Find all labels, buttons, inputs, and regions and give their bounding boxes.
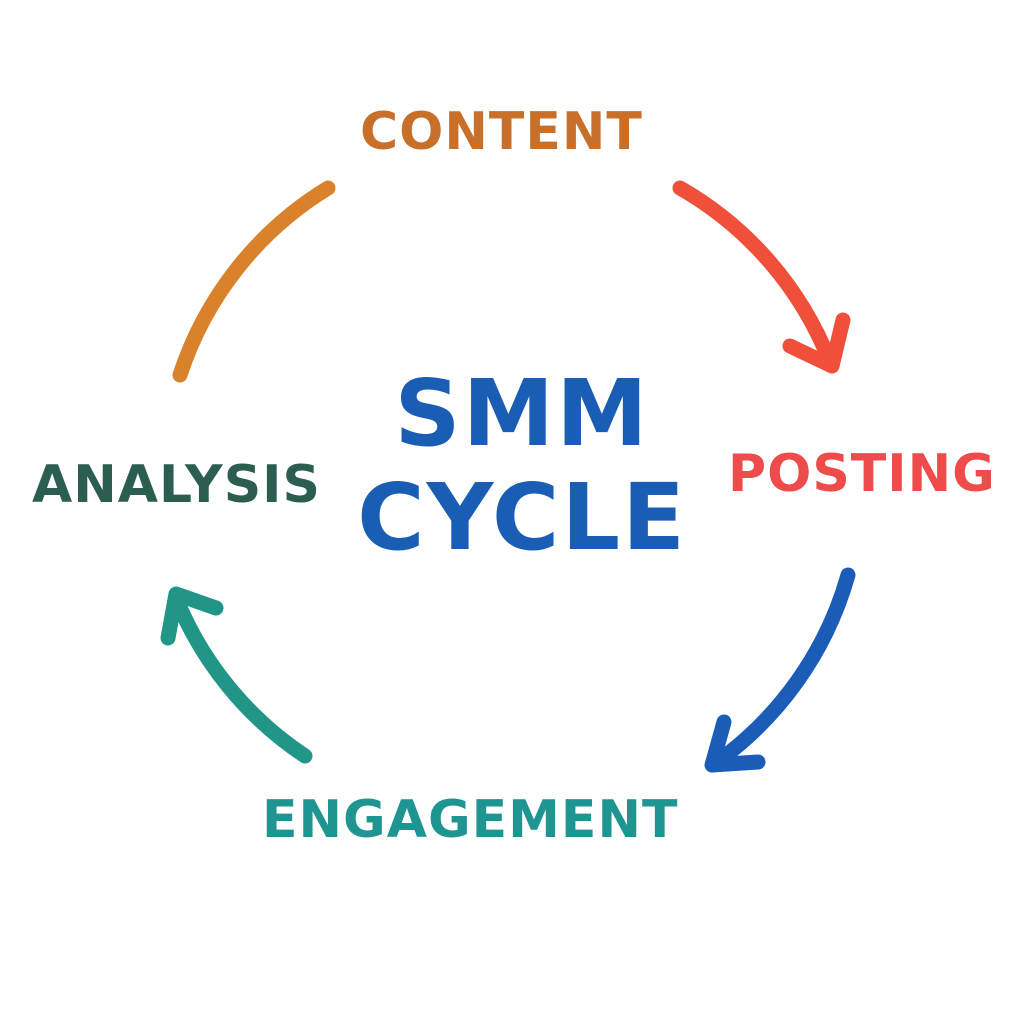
posting-arrow [672,180,838,370]
diagram-title: SMM CYCLE [312,362,732,570]
title-line-2: CYCLE [357,464,687,571]
content-arc [172,180,336,383]
stage-engagement-label: ENGAGEMENT [262,790,679,850]
analysis-arrow [168,590,313,764]
analysis-arrowhead [160,586,224,646]
engagement-arrow [706,567,856,772]
stage-posting-label: POSTING [728,444,996,504]
engagement-arrowhead [704,714,766,773]
stage-content-label: CONTENT [360,102,643,162]
posting-arrowhead [782,312,851,374]
title-line-1: SMM [394,360,650,467]
stage-analysis-label: ANALYSIS [32,455,321,515]
